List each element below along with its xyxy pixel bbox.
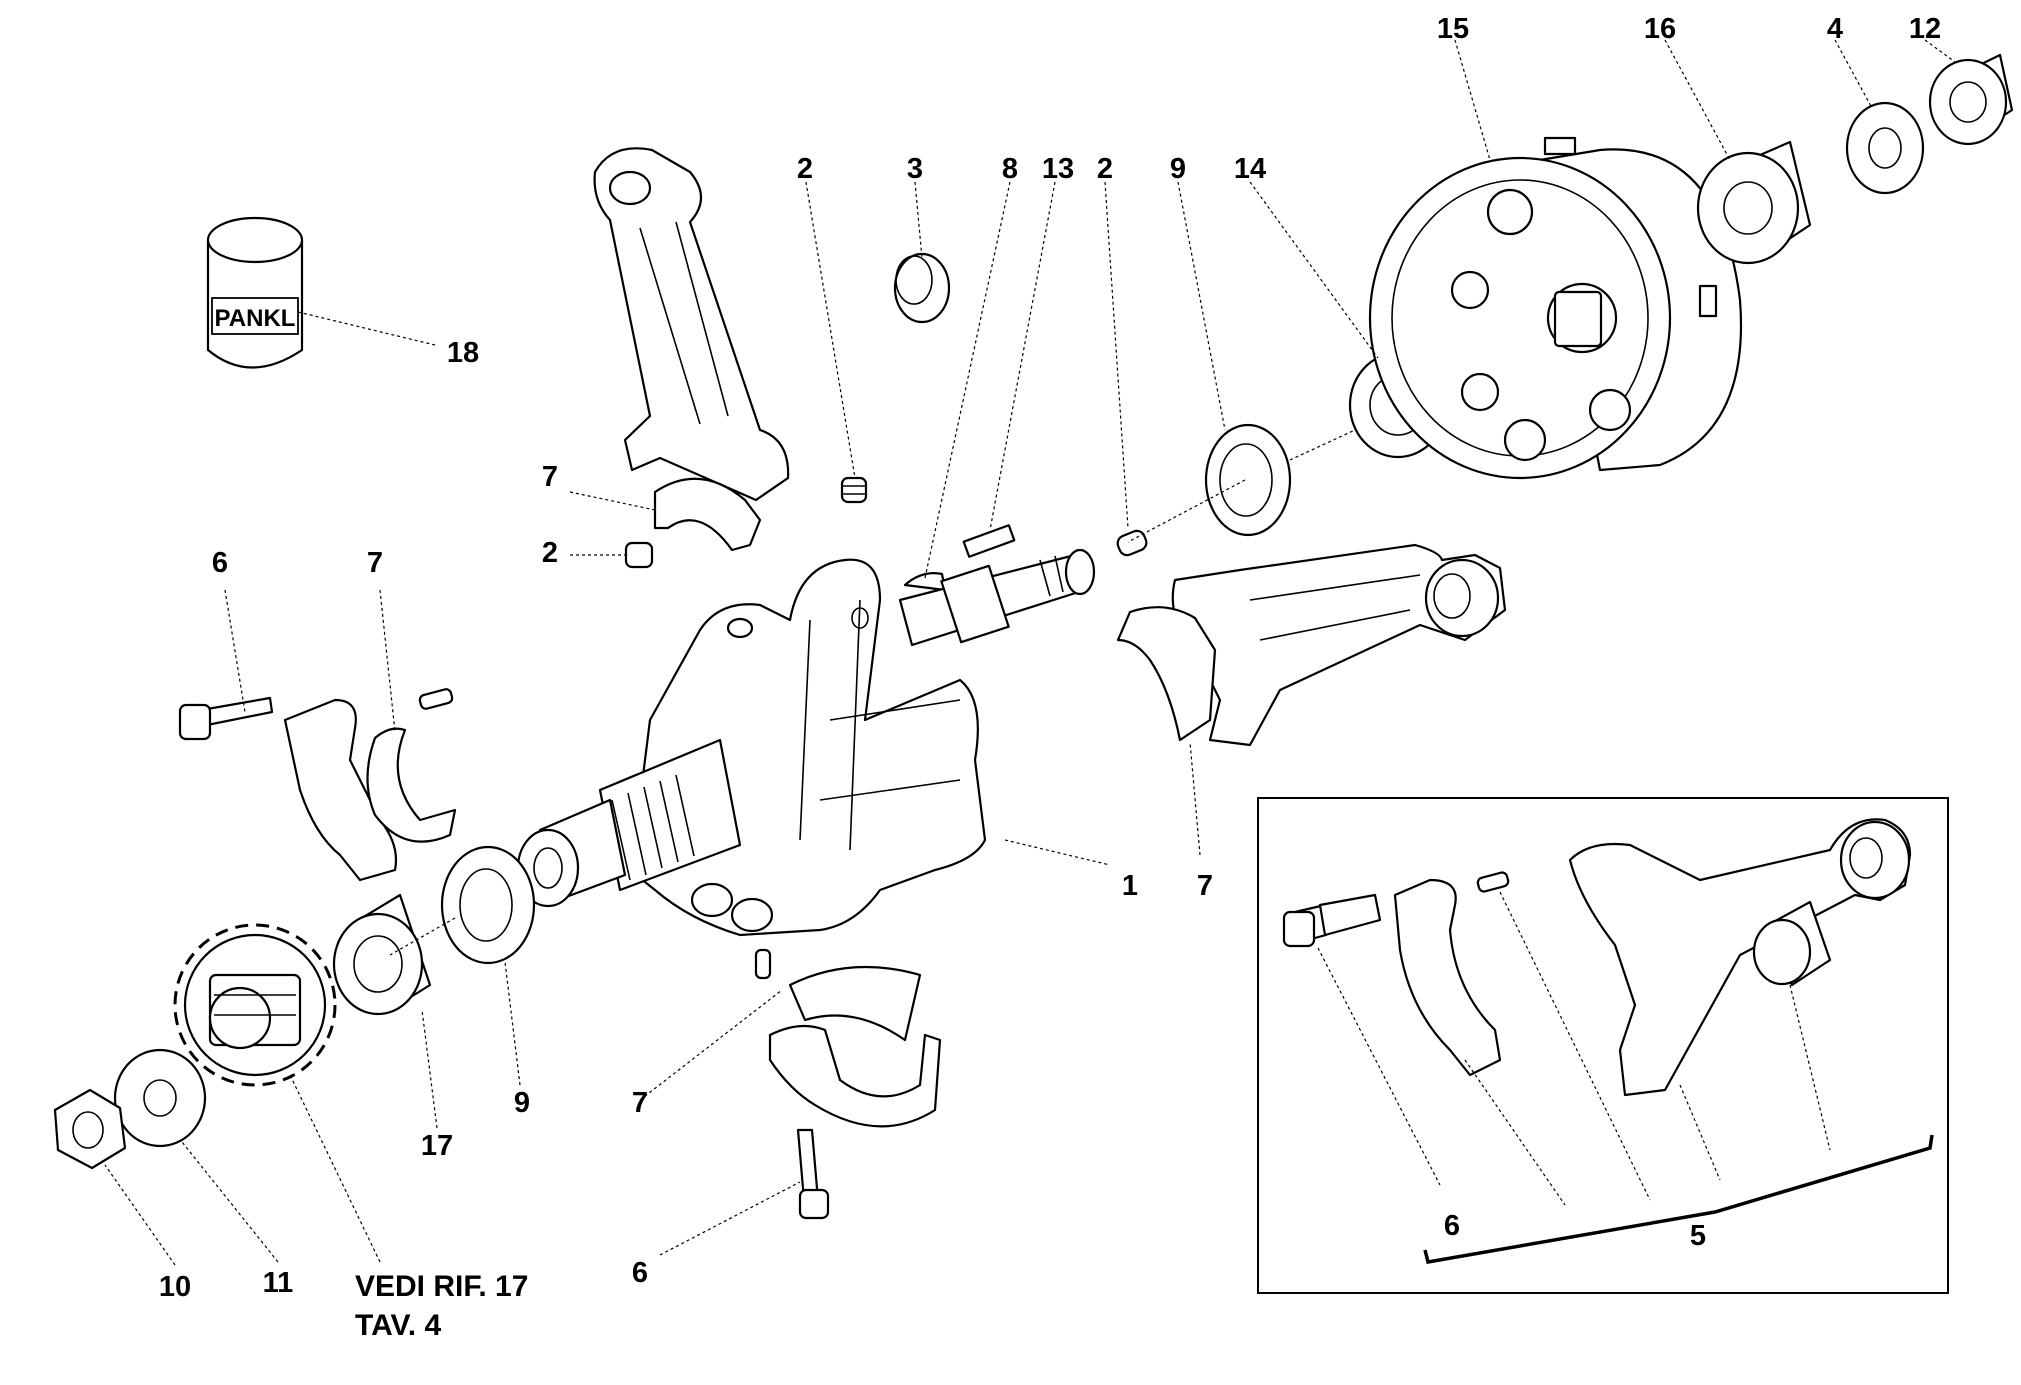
inset-bolt: [1282, 893, 1382, 948]
upper-bearing-shell: [653, 477, 762, 552]
label-7-left: 7: [367, 547, 383, 579]
label-15: 15: [1437, 13, 1469, 45]
pankl-bearing-box: PANKL: [206, 216, 304, 369]
bearing-shell-left: [366, 727, 457, 843]
thrust-washer-left: [440, 845, 536, 965]
note-line-1: VEDI RIF. 17: [355, 1270, 528, 1303]
label-18: 18: [447, 337, 479, 369]
bushing-16: [1696, 140, 1812, 265]
inset-kit-bracket: [1423, 1134, 1934, 1265]
pankl-logo-text: PANKL: [215, 305, 296, 332]
note-line-2: TAV. 4: [355, 1309, 441, 1342]
label-5: 5: [1690, 1220, 1706, 1252]
inset-bearing-cap: [1393, 878, 1502, 1077]
timing-gear: [173, 923, 337, 1087]
thrust-washer-right: [1204, 423, 1292, 537]
label-7-bottom: 7: [632, 1087, 648, 1119]
bolt-lower: [796, 1128, 830, 1220]
hex-nut-10: [53, 1088, 127, 1170]
label-12: 12: [1909, 13, 1941, 45]
flywheel-rotor: [1368, 136, 1742, 480]
label-1: 1: [1122, 870, 1138, 902]
inset-dowel-pin: [1476, 871, 1510, 893]
washer-11: [113, 1048, 207, 1148]
label-4: 4: [1827, 13, 1843, 45]
label-11: 11: [263, 1267, 294, 1299]
washer-4: [1845, 101, 1925, 195]
label-9-top: 9: [1170, 153, 1186, 185]
cap-3: [893, 252, 951, 324]
label-17: 17: [421, 1130, 453, 1162]
label-2-top-left: 2: [797, 153, 813, 185]
label-14: 14: [1234, 153, 1266, 185]
label-10: 10: [159, 1271, 191, 1303]
dowel-pin-bottom: [754, 948, 772, 980]
bolt-left: [178, 696, 274, 741]
dowel-pin-left: [418, 688, 454, 710]
label-2-left: 2: [542, 537, 558, 569]
label-3: 3: [907, 153, 923, 185]
label-2-top-right: 2: [1097, 153, 1113, 185]
lower-bearing-cap: [768, 1024, 942, 1128]
woodruff-key: [903, 572, 947, 592]
label-6-bottom: 6: [632, 1257, 648, 1289]
lower-bearing-shell: [788, 965, 922, 1042]
nut-12: [1928, 53, 2014, 146]
key-13: [962, 524, 1016, 558]
label-16: 16: [1644, 13, 1676, 45]
bushing-17: [332, 893, 432, 1016]
grub-screw-left: [624, 541, 654, 569]
label-9-bottom: 9: [514, 1087, 530, 1119]
label-6-inset: 6: [1444, 1210, 1460, 1242]
grub-screw-top: [840, 476, 868, 504]
upper-connecting-rod: [593, 147, 790, 502]
right-connecting-rod: [1171, 543, 1507, 747]
inset-small-end-bush: [1752, 900, 1832, 987]
inset-kit-box: [1257, 797, 1949, 1294]
label-7-upper: 7: [542, 461, 558, 493]
inset-connecting-rod: [1568, 818, 1912, 1097]
part-labels: 15 16 4 12 2 3 8 13 2 9 14 18 7 2 6 7 1 …: [159, 13, 1941, 1342]
grub-screw-right: [1116, 529, 1148, 557]
right-bearing-shell: [1116, 606, 1217, 742]
label-13: 13: [1042, 153, 1074, 185]
label-8: 8: [1002, 153, 1018, 185]
crankshaft: [516, 548, 1096, 937]
leader-lines: [104, 39, 1956, 1266]
label-6-left: 6: [212, 547, 228, 579]
label-7-right: 7: [1197, 870, 1213, 902]
